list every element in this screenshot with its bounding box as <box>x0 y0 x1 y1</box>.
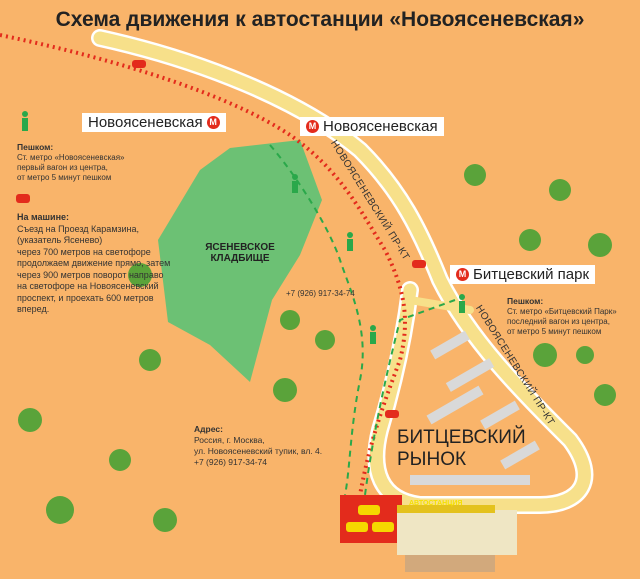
metro-label-bitsevsky-park: М Битцевский парк <box>450 265 596 284</box>
info-line: от метро 5 минут пешком <box>507 327 602 336</box>
phone-number: +7 (926) 917-34-74 <box>194 457 268 467</box>
info-line: Россия, г. Москва, <box>194 435 265 445</box>
metro-name: Новоясеневская <box>323 118 438 135</box>
info-line: проспект, и проехать 600 метров <box>17 292 154 303</box>
info-line: через 900 метров поворот направо <box>17 269 164 280</box>
market-label-line: БИТЦЕВСКИЙ <box>397 427 526 448</box>
info-heading: Пешком: <box>17 142 54 152</box>
info-line: Ст. метро «Новоясеневская» <box>17 153 125 162</box>
walk-info-novoyasenevskaya: Пешком: Ст. метро «Новоясеневская» первы… <box>17 142 124 183</box>
metro-name: Битцевский парк <box>473 266 590 283</box>
info-line: ул. Новоясеневский тупик, вл. 4. <box>194 446 323 456</box>
walk-route-novo <box>269 144 364 496</box>
info-line: через 700 метров на светофоре <box>17 246 151 257</box>
info-line: (указатель Ясенево) <box>17 235 103 245</box>
trees <box>18 164 616 532</box>
walking-person-icons <box>22 111 465 344</box>
info-line: вперед. <box>17 304 50 314</box>
bus-station-photo <box>397 505 517 572</box>
info-line: последний вагон из центра, <box>507 317 610 326</box>
info-heading: На машине: <box>17 212 70 222</box>
station-sign: АВТОСТАНЦИЯ <box>409 500 463 507</box>
cemetery-area <box>158 140 322 382</box>
car-route <box>0 33 407 496</box>
metro-icon: М <box>306 120 319 133</box>
info-line: от метро 5 минут пешком <box>17 173 112 182</box>
bus-station-icon <box>340 495 402 543</box>
info-line: Съезд на Проезд Карамзина, <box>17 223 140 234</box>
info-heading: Пешком: <box>507 296 544 306</box>
metro-label-novoyasenevskaya-right: М Новоясеневская <box>300 117 444 136</box>
map-phone-label: +7 (926) 917-34-74 <box>286 289 355 298</box>
walk-route-bitsa <box>364 299 456 496</box>
car-info: На машине: Съезд на Проезд Карамзина, (у… <box>17 212 170 316</box>
car-icons <box>16 60 426 418</box>
page-title: Схема движения к автостанции «Новоясенев… <box>55 8 585 31</box>
metro-icon: М <box>206 116 220 129</box>
info-heading: Адрес: <box>194 424 223 434</box>
market-buildings <box>410 330 540 485</box>
market-label-line: РЫНОК <box>397 449 467 470</box>
metro-name: Новоясеневская <box>88 114 203 131</box>
info-line: Ст. метро «Битцевский Парк» <box>507 307 617 316</box>
info-line: продолжаем движение прямо, затем <box>17 258 171 268</box>
address-info: Адрес: Россия, г. Москва, ул. Новоясенев… <box>194 424 322 468</box>
metro-icon: М <box>456 268 469 281</box>
info-line: на светофоре на Новоясеневский <box>17 281 159 291</box>
walk-info-bitsevsky: Пешком: Ст. метро «Битцевский Парк» посл… <box>507 296 617 337</box>
cemetery-label: ЯСЕНЕВСКОЕ КЛАДБИЩЕ <box>205 242 275 264</box>
info-line: первый вагон из центра, <box>17 163 108 172</box>
